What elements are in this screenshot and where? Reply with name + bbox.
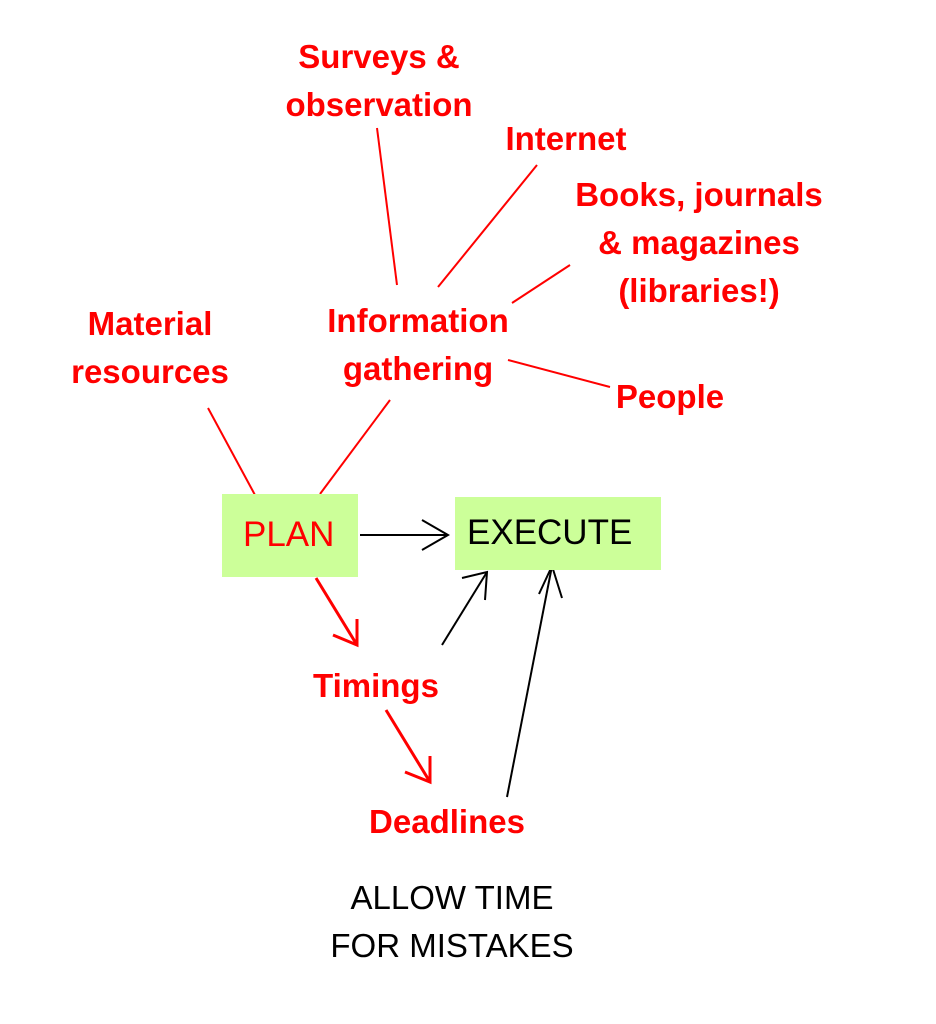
- execute-box: EXECUTE: [455, 497, 661, 570]
- execute-label: EXECUTE: [467, 513, 633, 552]
- allow-time-note: ALLOW TIME FOR MISTAKES: [330, 879, 574, 964]
- connector-material-plan: [207, 407, 263, 509]
- node-surveys-observation: Surveys & observation: [285, 38, 473, 123]
- connector-books-information: [511, 264, 571, 304]
- node-timings: Timings: [313, 667, 439, 704]
- connector-internet-information: [437, 164, 538, 288]
- connector-information-plan: [319, 399, 391, 495]
- arrow-deadlines-execute: [506, 563, 563, 798]
- connector-surveys-information: [376, 127, 398, 286]
- arrow-timings-execute: [441, 570, 489, 646]
- arrow-timings-deadlines: [384, 709, 432, 785]
- node-material-resources: Material resources: [71, 305, 229, 390]
- arrow-plan-execute: [360, 519, 451, 551]
- plan-label: PLAN: [243, 515, 335, 554]
- node-people: People: [615, 378, 725, 415]
- plan-box: PLAN: [222, 494, 358, 577]
- node-internet: Internet: [505, 120, 627, 157]
- arrow-plan-timings: [314, 577, 359, 648]
- node-information-gathering: Information gathering: [327, 302, 509, 387]
- connector-information-people: [507, 359, 611, 388]
- node-books-journals-magazines: Books, journals & magazines (libraries!): [575, 176, 823, 309]
- node-deadlines: Deadlines: [369, 803, 525, 840]
